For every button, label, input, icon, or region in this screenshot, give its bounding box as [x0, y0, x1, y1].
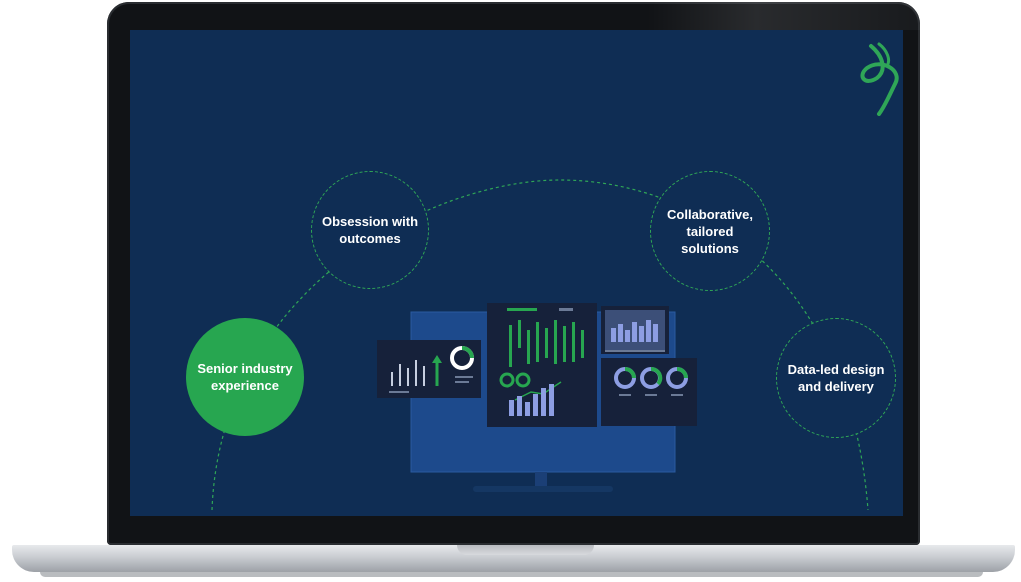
lid-reflection: [647, 2, 920, 30]
dashboard-illustration: [377, 303, 697, 492]
value-node-obsession-with-outcomes: Obsession with outcomes: [311, 171, 429, 289]
value-node-data-led-design: Data-led design and delivery: [776, 318, 896, 438]
laptop-base-shadow: [40, 572, 983, 577]
left-chart-panel: [377, 340, 481, 398]
center-chart-panel: [487, 303, 597, 427]
right-bar-panel: [601, 306, 669, 354]
laptop-screen: Obsession with outcomes Collaborative, t…: [130, 30, 903, 516]
laptop-base: [12, 545, 1015, 572]
node-label: Data-led design and delivery: [787, 362, 885, 394]
value-node-collaborative-solutions: Collaborative, tailored solutions: [650, 171, 770, 291]
value-node-senior-industry-experience: Senior industry experience: [186, 318, 304, 436]
node-label: Collaborative, tailored solutions: [667, 206, 753, 256]
node-label: Obsession with outcomes: [321, 214, 419, 246]
right-donut-panel: [601, 358, 697, 426]
swirl-logo-icon: [860, 42, 899, 116]
laptop-notch: [457, 545, 594, 555]
node-label: Senior industry experience: [197, 361, 293, 393]
